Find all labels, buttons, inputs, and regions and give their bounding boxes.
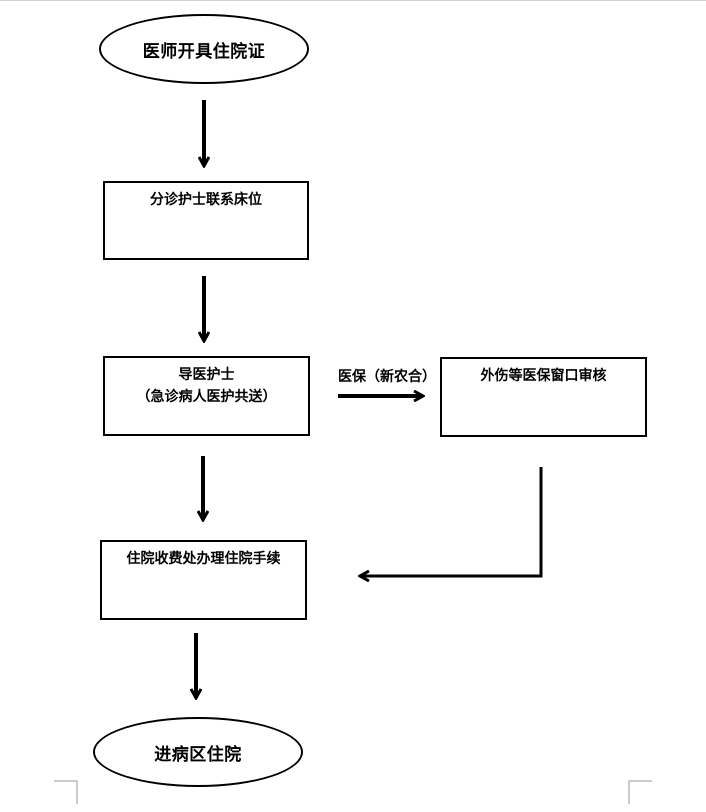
insurance-node-label: 外伤等医保窗口审核 [480, 368, 607, 384]
start-node: 医师开具住院证 [99, 14, 309, 84]
insurance-node: 外伤等医保窗口审核 [440, 357, 647, 437]
start-node-label: 医师开具住院证 [142, 41, 266, 62]
guide-node-title: 导医护士 [178, 367, 235, 383]
admission-node: 住院收费处办理住院手续 [100, 540, 307, 620]
end-node-label: 进病区住院 [154, 744, 242, 765]
triage-node-label: 分诊护士联系床位 [150, 192, 262, 208]
page-top-border [0, 0, 706, 1]
arrow-insurance-to-admission [360, 467, 543, 576]
guide-node-subtitle: （急诊病人医护共送） [136, 389, 277, 405]
admission-node-label: 住院收费处办理住院手续 [126, 551, 281, 567]
insurance-edge-label: 医保（新农合） [338, 369, 436, 385]
triage-node: 分诊护士联系床位 [103, 181, 309, 260]
end-node: 进病区住院 [93, 717, 303, 787]
guide-node: 导医护士 （急诊病人医护共送） [103, 356, 310, 436]
